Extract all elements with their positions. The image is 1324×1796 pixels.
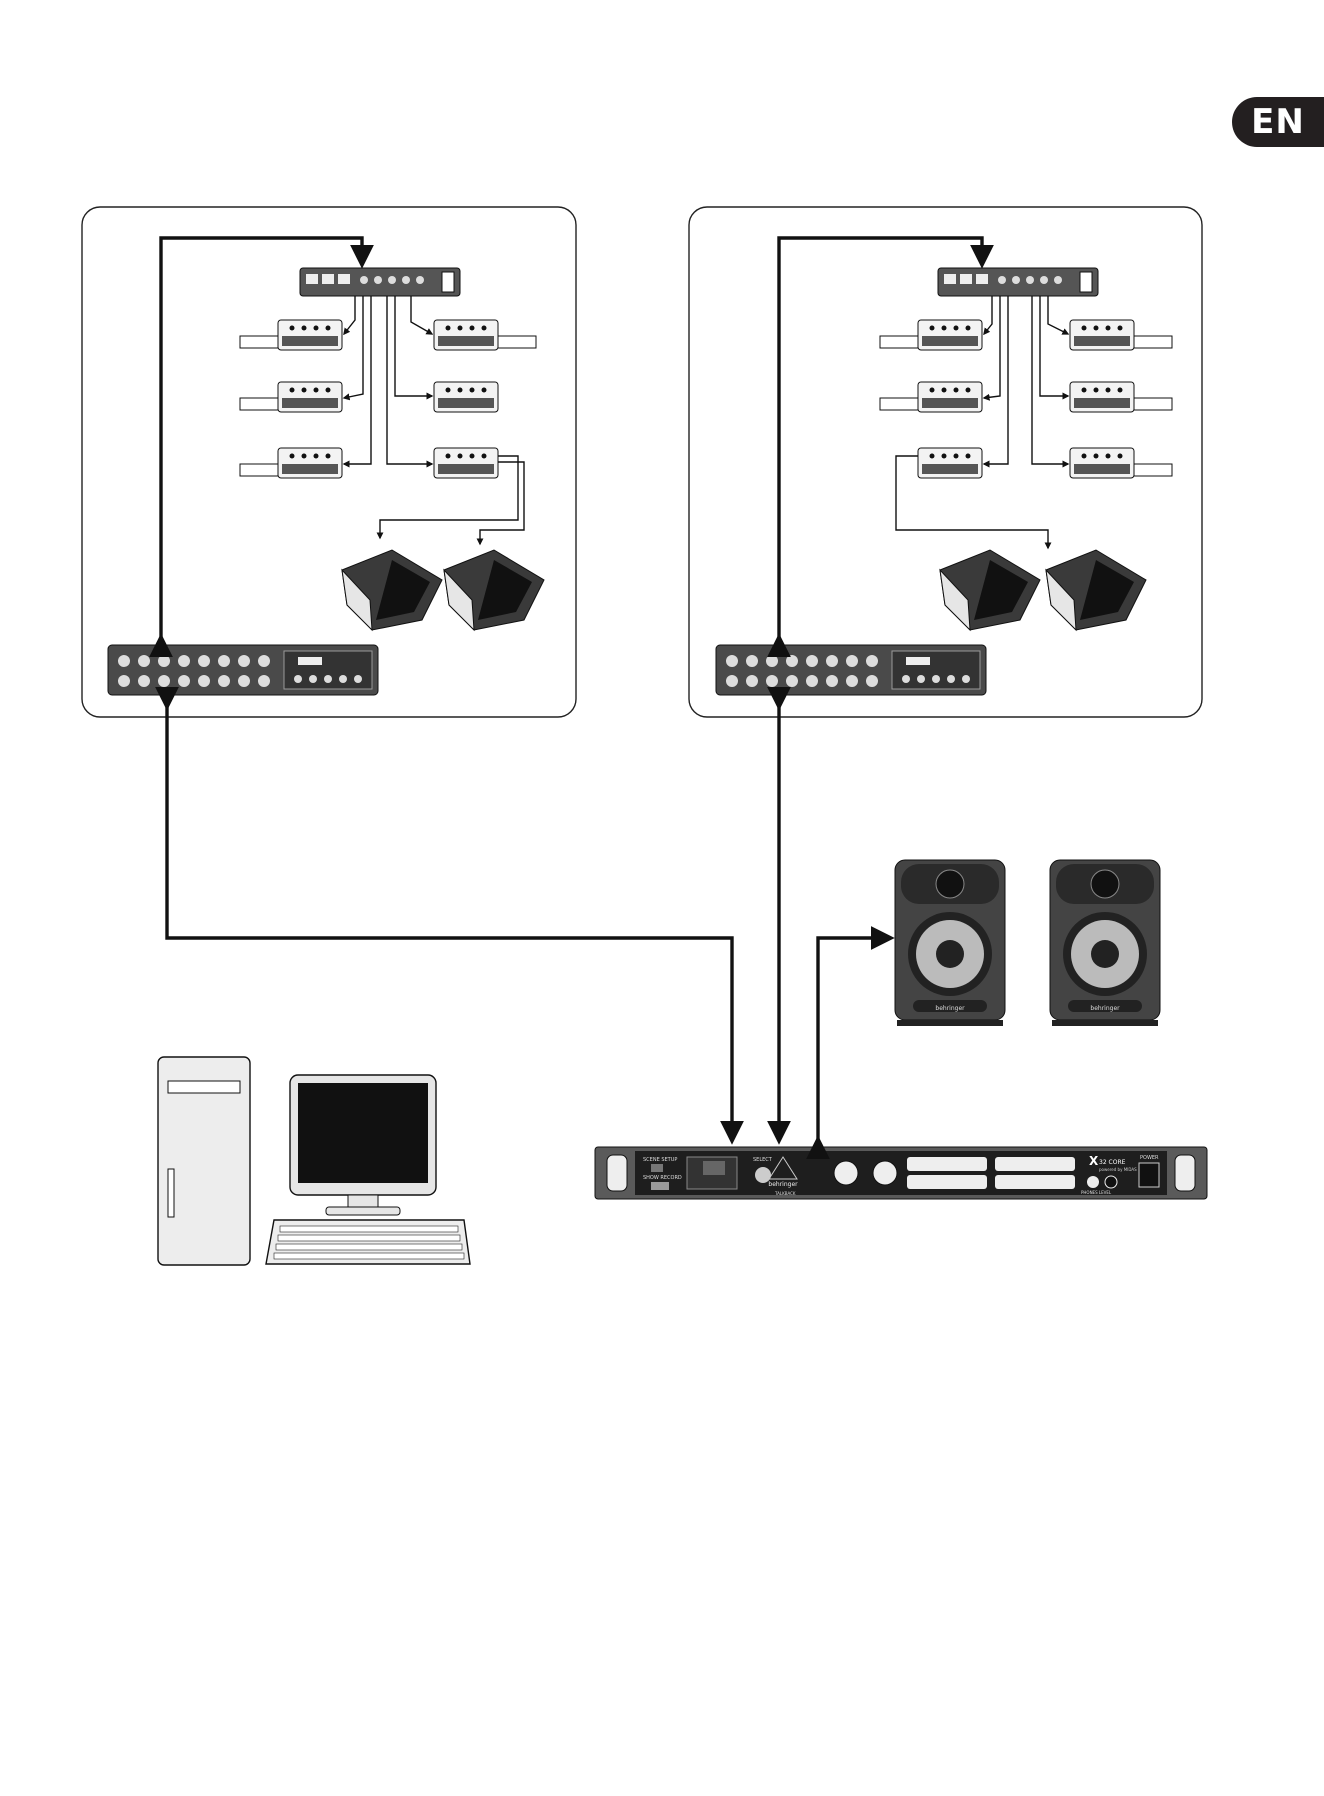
talkback-label: TALKBACK xyxy=(774,1191,796,1196)
computer-keyboard xyxy=(266,1220,470,1264)
computer-tower xyxy=(158,1057,250,1265)
floor-monitor-right-2 xyxy=(1046,550,1146,630)
floor-monitor-right-1 xyxy=(940,550,1040,630)
personal-mixer-left-5 xyxy=(434,382,498,412)
x32-tag: powered by MIDAS xyxy=(1099,1167,1137,1172)
personal-mixer-left-3 xyxy=(240,448,342,478)
personal-mixer-right-5 xyxy=(1070,382,1172,412)
x32-logo: X xyxy=(1089,1154,1099,1168)
monitor-brand-right: behringer xyxy=(1090,1005,1120,1012)
personal-mixer-right-1 xyxy=(880,320,982,350)
studio-monitor-right: behringer xyxy=(1050,860,1160,1026)
stage-box-left xyxy=(108,645,378,695)
unit-brand: behringer xyxy=(768,1181,798,1188)
stage-box-right xyxy=(716,645,986,695)
computer-monitor xyxy=(290,1075,436,1215)
personal-mixer-left-6 xyxy=(434,448,498,478)
floor-monitor-left-2 xyxy=(444,550,544,630)
personal-mixer-left-1 xyxy=(240,320,342,350)
personal-mixer-right-4 xyxy=(1070,320,1172,350)
show-record-label: SHOW RECORD xyxy=(643,1175,682,1181)
phones-level-label: PHONES LEVEL xyxy=(1081,1190,1112,1195)
personal-mixer-right-6 xyxy=(1070,448,1172,478)
connection-left-hub-loop xyxy=(161,238,362,638)
personal-mixer-left-2 xyxy=(240,382,342,412)
monitor-line xyxy=(818,938,890,1140)
ethernet-hub-right xyxy=(938,268,1098,296)
select-label: SELECT xyxy=(753,1157,773,1163)
floor-monitor-left-1 xyxy=(342,550,442,630)
personal-mixer-right-2 xyxy=(880,382,982,412)
monitor-brand-left: behringer xyxy=(935,1005,965,1012)
studio-monitor-left: behringer xyxy=(895,860,1005,1026)
personal-mixer-right-3 xyxy=(918,448,982,478)
scene-setup-label: SCENE SETUP xyxy=(643,1157,677,1163)
x32-core-unit: SCENE SETUP SHOW RECORD SELECT behringer… xyxy=(595,1147,1207,1199)
snake-line-left xyxy=(167,706,732,1140)
x32-core-logo: 32 CORE xyxy=(1099,1159,1126,1166)
power-label: POWER xyxy=(1140,1155,1159,1161)
ethernet-hub-left xyxy=(300,268,460,296)
personal-mixer-left-4 xyxy=(434,320,536,350)
